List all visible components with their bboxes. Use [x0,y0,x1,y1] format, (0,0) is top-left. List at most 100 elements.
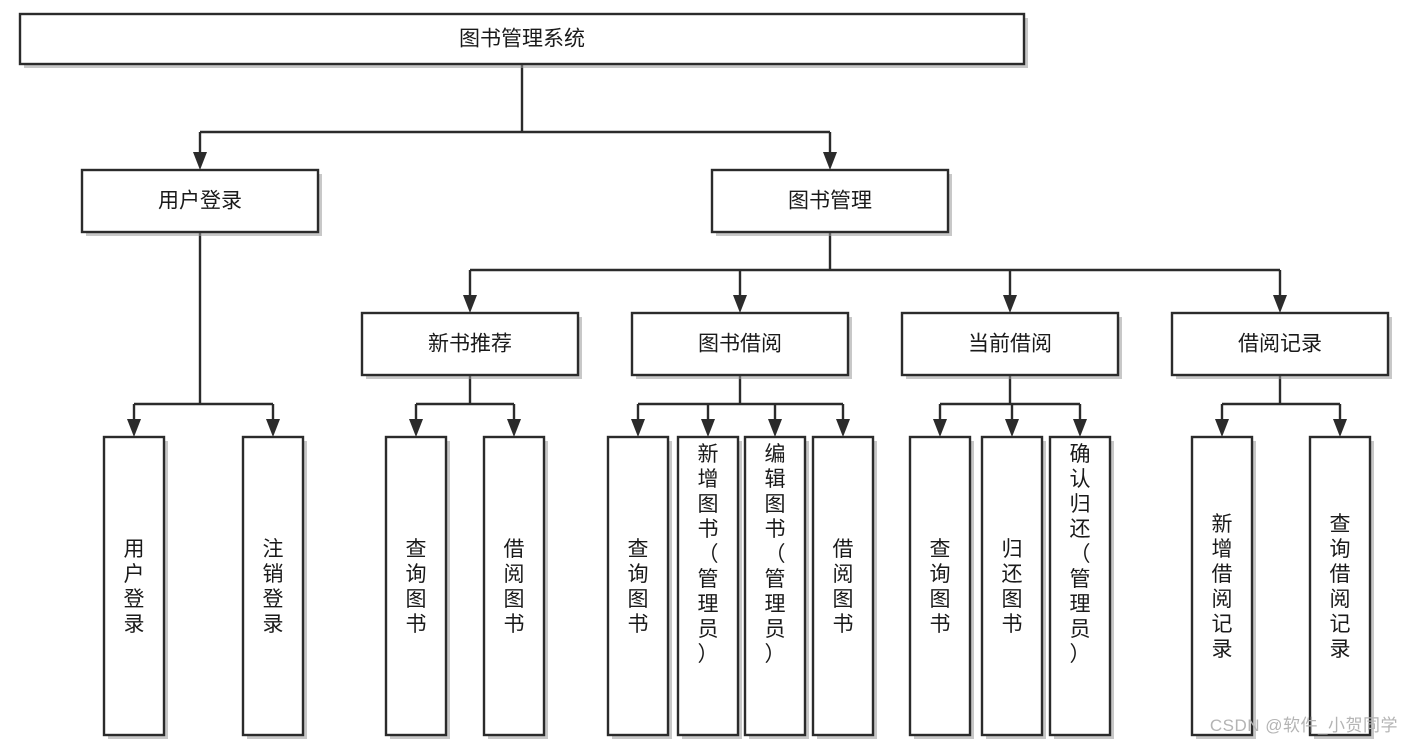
node-label-char: 图 [833,588,854,611]
node-box[interactable] [384,435,448,737]
node-box[interactable] [1048,435,1112,737]
connector-group [127,232,280,437]
connector-group [193,64,837,170]
node-current-borrow[interactable]: 当前借阅 [900,311,1122,379]
arrow-head [768,419,782,437]
arrow-head [823,152,837,170]
node-label-char: 销 [263,563,284,586]
node-label-char: 认 [1070,468,1091,491]
node-label-char: 借 [833,538,854,561]
arrow-head [1073,419,1087,437]
arrow-head [193,152,207,170]
arrow-head [701,419,715,437]
node-new-book-recommend[interactable]: 新书推荐 [360,311,582,379]
node-label: 借阅记录 [1238,333,1322,356]
node-box[interactable] [900,311,1120,377]
connector-group [409,375,521,437]
node-box[interactable] [676,435,740,737]
node-label-char: 书 [765,518,786,541]
node-root[interactable]: 图书管理系统 [18,12,1028,68]
node-label-char: 记 [1212,613,1233,636]
node-label-char: 户 [124,563,145,586]
node-label-char: 图 [1002,588,1023,611]
arrow-head [409,419,423,437]
arrow-head [1005,419,1019,437]
node-box[interactable] [482,435,546,737]
node-box[interactable] [1170,311,1390,377]
node-box[interactable] [606,435,670,737]
node-leaf-user-login[interactable]: 用户登录 [102,435,168,739]
node-label: 图书借阅 [698,333,782,356]
node-label-char: 管 [1070,568,1091,591]
node-book-borrow[interactable]: 图书借阅 [630,311,852,379]
node-label-char: 员 [765,618,786,641]
arrow-head [507,419,521,437]
node-label: 用户登录 [158,190,242,213]
node-label-char: 录 [263,613,284,636]
node-box[interactable] [1190,435,1254,737]
node-label-char: 查 [1330,513,1351,536]
arrow-head [1333,419,1347,437]
node-label-char: 录 [124,613,145,636]
node-box[interactable] [360,311,580,377]
node-borrow-record[interactable]: 借阅记录 [1170,311,1392,379]
arrow-head [1215,419,1229,437]
node-label-char: 书 [504,613,525,636]
node-label-char: 询 [930,563,951,586]
node-label-char: 理 [765,593,786,616]
node-label-char: 阅 [833,563,854,586]
node-label-char: 员 [698,618,719,641]
node-label-char: 书 [628,613,649,636]
node-label-char: 借 [1212,563,1233,586]
node-label-char: 用 [124,538,145,561]
node-label-char: （ [765,543,786,566]
node-label-char: 借 [1330,563,1351,586]
node-label-char: 记 [1330,613,1351,636]
node-label: 图书管理 [788,190,872,213]
node-label-char: 注 [263,538,284,561]
node-user-login[interactable]: 用户登录 [80,168,322,236]
node-label-char: 借 [504,538,525,561]
node-box[interactable] [18,12,1026,66]
node-box[interactable] [811,435,875,737]
node-box[interactable] [630,311,850,377]
nodes-layer: 图书管理系统用户登录图书管理新书推荐图书借阅当前借阅借阅记录用户登录注销登录查询… [18,12,1392,739]
connector-group [1215,375,1347,437]
node-book-management[interactable]: 图书管理 [710,168,952,236]
node-box[interactable] [710,168,950,234]
node-label-char: 录 [1212,638,1233,661]
node-label-char: 录 [1330,638,1351,661]
node-box[interactable] [1308,435,1372,737]
node-box[interactable] [80,168,320,234]
node-label-char: 查 [406,538,427,561]
node-label-char: 增 [698,468,719,491]
node-label-char: 阅 [1212,588,1233,611]
node-box[interactable] [980,435,1044,737]
node-label-char: 登 [263,588,284,611]
node-label-char: 图 [406,588,427,611]
node-box[interactable] [908,435,972,737]
node-label-char: 阅 [504,563,525,586]
node-box[interactable] [102,435,166,737]
connector-group [631,375,850,437]
node-label-char: 编 [765,443,786,466]
node-label-char: 书 [930,613,951,636]
node-label-char: 管 [765,568,786,591]
node-box[interactable] [241,435,305,737]
node-box[interactable] [743,435,807,737]
arrow-head [1003,295,1017,313]
arrow-head [836,419,850,437]
